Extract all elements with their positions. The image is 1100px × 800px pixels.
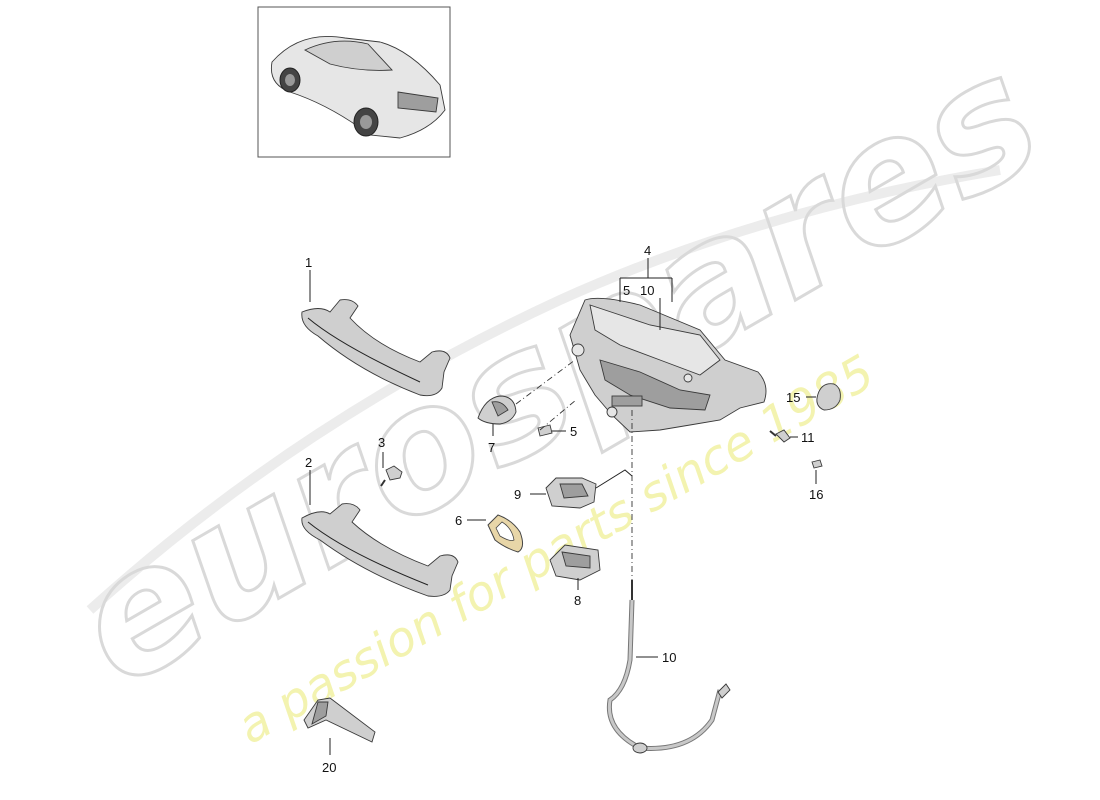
part-4-carrier [569, 297, 767, 433]
callout-16: 16 [809, 487, 823, 502]
car-illustration [270, 35, 446, 139]
watermark: eurospares a passion for parts since 198… [40, 15, 1073, 755]
callout-9: 9 [514, 487, 521, 502]
part-5-screw [537, 424, 553, 437]
callout-10: 10 [662, 650, 676, 665]
callout-labels: 1 2 3 4 5 10 5 6 7 8 9 10 11 15 16 20 [305, 243, 823, 775]
leader-lines [309, 258, 817, 755]
vehicle-thumbnail [257, 6, 451, 158]
part-15-cap [816, 383, 841, 411]
part-9-lock-cylinder [545, 469, 633, 509]
callout-5: 5 [570, 424, 577, 439]
alignment-lines [515, 359, 633, 580]
part-6-gasket [487, 514, 524, 553]
callout-1: 1 [305, 255, 312, 270]
part-11-screw [769, 429, 791, 443]
part-7-cover-cap [477, 395, 517, 425]
part-20-trim [303, 697, 376, 743]
callout-7: 7 [488, 440, 495, 455]
part-16-clip [811, 459, 823, 469]
callout-4-sub-5: 5 [623, 283, 630, 298]
part-1-door-handle [301, 299, 451, 397]
watermark-brand: eurospares [42, 17, 1072, 726]
callout-3: 3 [378, 435, 385, 450]
part-8-bracket [549, 544, 601, 581]
callout-4-sub-10: 10 [640, 283, 654, 298]
callout-8: 8 [574, 593, 581, 608]
callout-11: 11 [801, 430, 815, 445]
part-2-door-handle [301, 503, 459, 597]
callout-2: 2 [305, 455, 312, 470]
callout-20: 20 [322, 760, 336, 775]
callout-15: 15 [786, 390, 800, 405]
part-3-screw [380, 465, 403, 487]
callout-4: 4 [644, 243, 651, 258]
part-10-cable [606, 580, 731, 754]
callout-6: 6 [455, 513, 462, 528]
